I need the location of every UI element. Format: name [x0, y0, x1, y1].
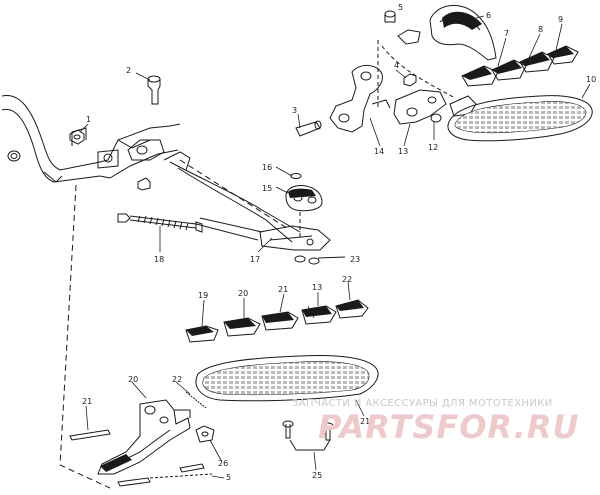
callout-5b: 5 — [226, 473, 231, 482]
watermark-tagline: ЗАПЧАСТИ И АКСЕССУАРЫ ДЛЯ МОТОТЕХНИКИ — [292, 398, 553, 409]
callout-17: 17 — [250, 255, 260, 264]
callout-18: 18 — [154, 255, 164, 264]
callout-3: 3 — [292, 106, 297, 115]
callout-4: 4 — [394, 61, 399, 70]
floorboard-upper — [447, 95, 593, 142]
callout-15: 15 — [262, 184, 272, 193]
callout-30: 20 — [128, 375, 138, 384]
washer-part — [137, 177, 151, 191]
washer-part — [294, 255, 306, 263]
callout-10: 10 — [586, 75, 596, 84]
washer-part — [308, 257, 320, 265]
callout-1: 1 — [86, 115, 91, 124]
callout-13: 13 — [398, 147, 408, 156]
watermark-logo: PARTSFOR.RU — [318, 408, 580, 446]
callout-26: 26 — [218, 459, 228, 468]
frame-tube — [1, 94, 181, 183]
callout-7: 7 — [504, 29, 509, 38]
kickstand-pad — [285, 173, 323, 212]
callout-8: 8 — [538, 25, 543, 34]
spring-part — [117, 213, 203, 233]
bolt-part — [384, 10, 421, 45]
pivot-arm — [329, 65, 391, 133]
callout-32: 22 — [172, 375, 182, 384]
spring-part — [185, 391, 207, 409]
pin-part — [117, 463, 205, 487]
nut-part — [69, 129, 85, 145]
nut-part — [403, 73, 417, 87]
callout-20: 20 — [238, 289, 248, 298]
frame-clamp — [97, 139, 165, 169]
hinge-part — [449, 95, 477, 117]
callout-2: 2 — [126, 66, 131, 75]
washer-part — [430, 113, 442, 123]
callout-23: 23 — [350, 255, 360, 264]
reference-line — [59, 184, 111, 489]
callout-9: 9 — [558, 15, 563, 24]
floorboard-lower — [195, 355, 379, 402]
mount-bracket — [393, 89, 447, 125]
lower-bracket — [97, 399, 191, 475]
callout-21b: 21 — [360, 417, 370, 426]
bushing-part — [295, 120, 322, 137]
callout-5: 5 — [398, 3, 403, 12]
callout-12: 12 — [428, 143, 438, 152]
clip-part — [195, 425, 215, 443]
callout-31: 21 — [82, 397, 92, 406]
callout-19: 19 — [198, 291, 208, 300]
callout-16: 16 — [262, 163, 272, 172]
screw-part — [282, 420, 334, 441]
callout-6: 6 — [486, 11, 491, 20]
kickstand-arm — [163, 151, 331, 251]
pin-part — [69, 429, 111, 441]
callout-25: 25 — [312, 471, 322, 480]
callout-13b: 13 — [312, 283, 322, 292]
leader-lines — [79, 15, 591, 479]
callout-22: 22 — [342, 275, 352, 284]
callout-21: 21 — [278, 285, 288, 294]
callout-14: 14 — [374, 147, 384, 156]
